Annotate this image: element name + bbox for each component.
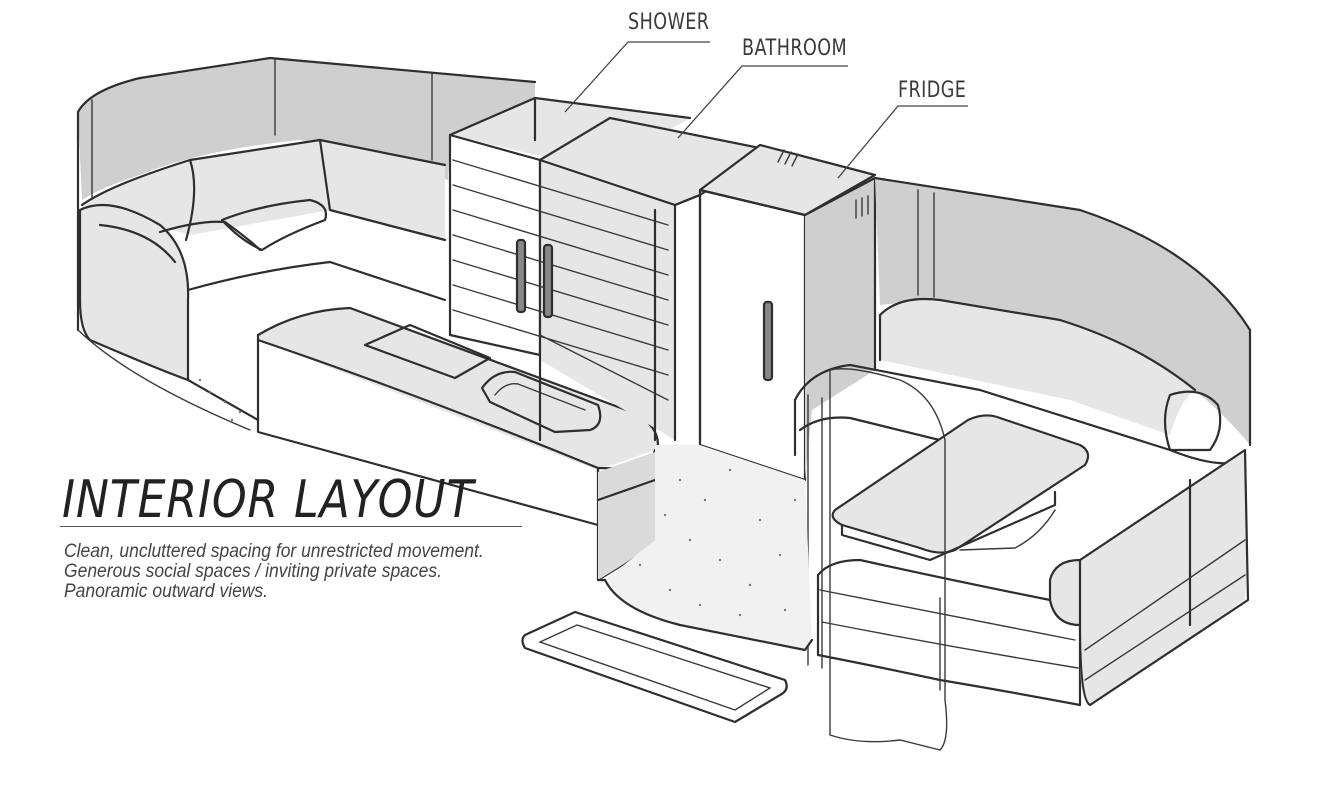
fridge-side [805, 178, 875, 480]
fridge-front [698, 188, 807, 482]
fridge-leader [837, 105, 968, 179]
floor [605, 445, 812, 650]
right-sofa-arm [1050, 450, 1248, 705]
floor-mat [521, 610, 788, 724]
fridge-callout: FRIDGE [898, 78, 967, 103]
left-sofa-back [82, 140, 445, 240]
description-line-2: Generous social spaces / inviting privat… [64, 561, 442, 582]
back-wall-right [875, 178, 1250, 445]
shower-leader [564, 41, 710, 113]
description-line-3: Panoramic outward views. [64, 581, 269, 602]
fridge-top [700, 145, 875, 215]
kitchen-sink [480, 370, 602, 434]
dinette-table-top [832, 415, 1089, 553]
right-sofa-back [880, 299, 1195, 435]
fridge-handle [762, 300, 774, 382]
cabinet-handle-right [542, 243, 554, 319]
cooktop [363, 323, 492, 380]
bathroom-leader [677, 65, 848, 139]
kitchen-counter-top [258, 308, 656, 470]
diagram-title: INTERIOR LAYOUT [62, 470, 475, 530]
cabinet-handle-left [515, 238, 527, 314]
left-sofa-arm [80, 205, 189, 380]
shower-callout: SHOWER [628, 10, 710, 35]
description-line-1: Clean, uncluttered spacing for unrestric… [64, 541, 484, 562]
left-sofa-cushion [220, 198, 328, 252]
bathroom-callout: BATHROOM [742, 36, 848, 61]
floor-speckle [198, 378, 797, 617]
title-underline [60, 526, 522, 527]
